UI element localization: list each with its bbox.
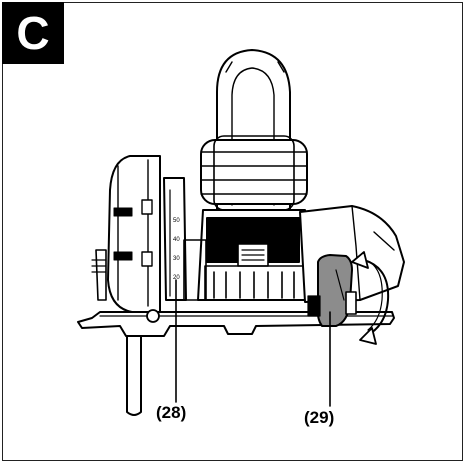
callout-label-28: (28) bbox=[156, 403, 186, 422]
depth-scale-mark-20: 20 bbox=[173, 275, 180, 281]
panel-letter-badge: C bbox=[2, 2, 64, 64]
figure-frame bbox=[2, 2, 463, 461]
blade-guard bbox=[107, 155, 161, 313]
motor-housing bbox=[200, 139, 308, 205]
depth-scale-mark-50: 50 bbox=[173, 218, 180, 224]
rotation-arrow-icon bbox=[363, 259, 390, 337]
depth-scale-mark-30: 30 bbox=[173, 256, 180, 262]
guide-post bbox=[126, 335, 142, 416]
depth-scale-mark-40: 40 bbox=[173, 237, 180, 243]
bevel-adjustment-lever bbox=[316, 254, 353, 327]
callout-label-29: (29) bbox=[304, 408, 334, 427]
